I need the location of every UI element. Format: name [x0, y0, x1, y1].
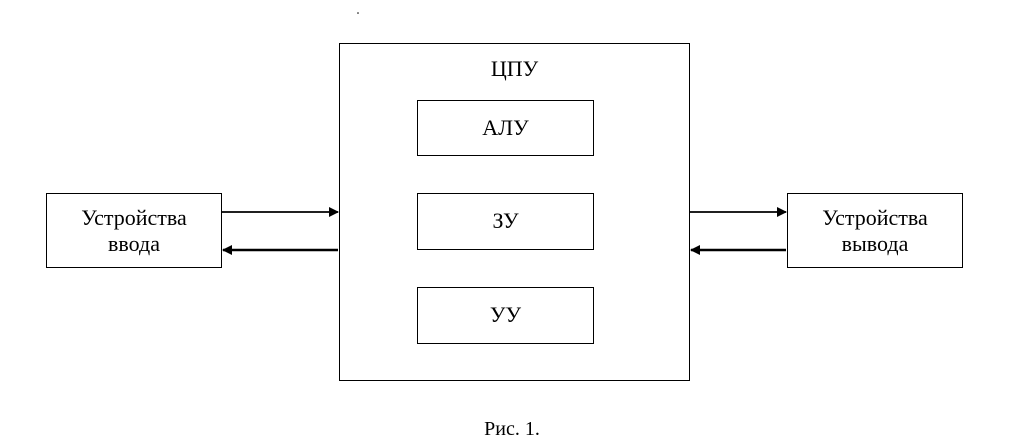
output-devices-box	[787, 193, 963, 268]
output-devices-label-line2: вывода	[841, 231, 909, 256]
stray-dot	[357, 12, 359, 14]
control-unit-label: УУ	[489, 302, 522, 327]
cpu-label: ЦПУ	[490, 56, 539, 81]
memory-label: ЗУ	[492, 208, 519, 233]
alu-label: АЛУ	[482, 115, 529, 140]
input-devices-box	[46, 193, 222, 268]
figure-caption: Рис. 1.	[484, 418, 540, 440]
input-devices-label-line1: Устройства	[81, 205, 187, 230]
output-devices-label-line1: Устройства	[822, 205, 928, 230]
control-unit-box	[417, 287, 594, 344]
memory-box	[417, 193, 594, 250]
alu-box	[417, 100, 594, 156]
input-devices-label-line2: ввода	[108, 231, 160, 256]
